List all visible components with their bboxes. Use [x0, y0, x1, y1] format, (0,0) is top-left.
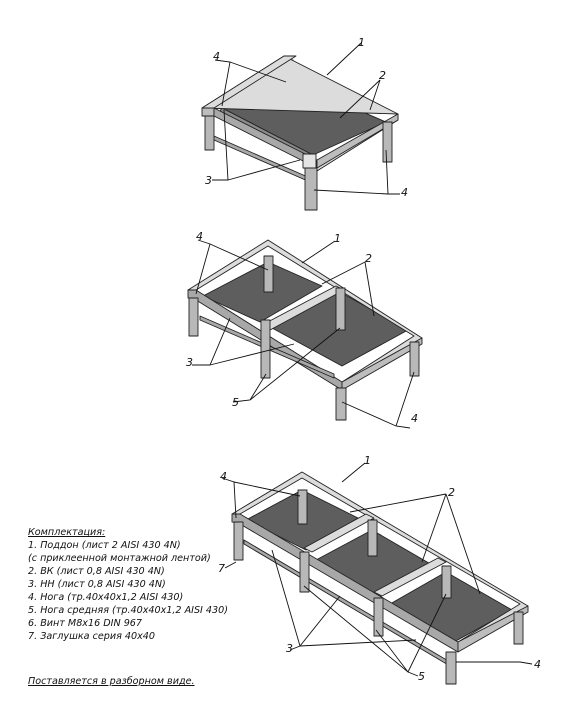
leader	[221, 477, 237, 519]
leg	[335, 387, 347, 421]
parts-list-item: 3. НН (лист 0,8 AISI 430 4N)	[28, 579, 166, 590]
leader	[364, 261, 375, 317]
callout-7: 7	[218, 562, 225, 575]
middle-leg	[367, 519, 378, 557]
leader	[395, 371, 415, 427]
leader	[233, 481, 301, 497]
leg	[445, 651, 457, 685]
callout-3: 3	[286, 642, 293, 655]
leg	[382, 121, 393, 163]
parts-list: Комплектация: 1. Поддон (лист 2 AISI 430…	[28, 526, 268, 687]
leader	[375, 629, 409, 673]
leader	[209, 243, 269, 271]
callout-4: 4	[213, 50, 220, 63]
callout-2: 2	[379, 69, 386, 82]
middle-leg	[373, 597, 384, 637]
parts-list-item: 4. Нога (тр.40х40х1,2 AISI 430)	[28, 592, 184, 603]
top-rail-right	[457, 605, 529, 653]
leg	[409, 341, 420, 377]
leg	[297, 489, 308, 525]
callout-1: 1	[358, 36, 365, 49]
leg	[302, 153, 317, 169]
callout-1: 1	[334, 232, 341, 245]
top-rail-right	[341, 337, 423, 391]
leg	[304, 167, 318, 211]
middle-crossbar	[303, 513, 375, 553]
stand-two-section	[187, 239, 423, 429]
leader	[326, 42, 362, 76]
leader	[349, 493, 447, 513]
leader	[229, 61, 287, 83]
parts-list-item: (с приклеенной монтажной лентой)	[28, 553, 211, 564]
leader	[369, 79, 381, 111]
callout-2: 2	[365, 252, 372, 265]
leader	[313, 189, 389, 195]
middle-leg	[335, 287, 346, 331]
callout-3: 3	[205, 174, 212, 187]
leader	[421, 493, 447, 563]
tray	[202, 261, 323, 323]
leader	[301, 240, 336, 264]
callout-2: 2	[448, 486, 455, 499]
middle-leg	[260, 319, 271, 379]
middle-crossbar	[373, 557, 447, 597]
middle-leg	[441, 565, 452, 599]
callout-3: 3	[186, 356, 193, 369]
callout-5: 5	[232, 396, 239, 409]
leader	[224, 561, 237, 569]
leader	[249, 327, 341, 401]
callout-1: 1	[364, 454, 371, 467]
leader	[321, 261, 366, 285]
leader	[445, 493, 481, 595]
leader	[407, 593, 447, 673]
leg	[263, 255, 274, 293]
leader	[341, 462, 366, 483]
callout-4: 4	[220, 470, 227, 483]
leg	[513, 611, 524, 645]
callout-4: 4	[411, 412, 418, 425]
leg	[188, 297, 199, 337]
parts-list-item: 7. Заглушка серия 40х40	[28, 631, 156, 642]
leg	[233, 521, 244, 561]
parts-list-item: 6. Винт М8х16 DIN 967	[28, 618, 143, 629]
parts-list-item: 1. Поддон (лист 2 AISI 430 4N)	[28, 540, 181, 551]
leg	[204, 115, 215, 151]
middle-leg	[299, 551, 310, 593]
parts-list-item: 5. Нога средняя (тр.40х40х1,2 AISI 430)	[28, 605, 228, 616]
leader	[299, 639, 417, 647]
leader	[299, 595, 341, 647]
callout-4: 4	[401, 186, 408, 199]
top-rail-right	[316, 113, 399, 169]
callout-4: 4	[534, 658, 541, 671]
leader	[209, 343, 295, 366]
leader	[227, 159, 301, 181]
delivery-note: Поставляется в разборном виде.	[28, 676, 195, 687]
top-rail-left	[201, 107, 215, 117]
leader	[339, 79, 381, 119]
stand-three-section	[221, 462, 533, 685]
parts-list-header: Комплектация:	[28, 527, 106, 538]
stand-one-section	[201, 42, 400, 211]
parts-list-item: 2. ВК (лист 0,8 AISI 430 4N)	[28, 566, 165, 577]
callout-5: 5	[418, 670, 425, 683]
callout-4: 4	[196, 230, 203, 243]
leader	[456, 661, 533, 665]
